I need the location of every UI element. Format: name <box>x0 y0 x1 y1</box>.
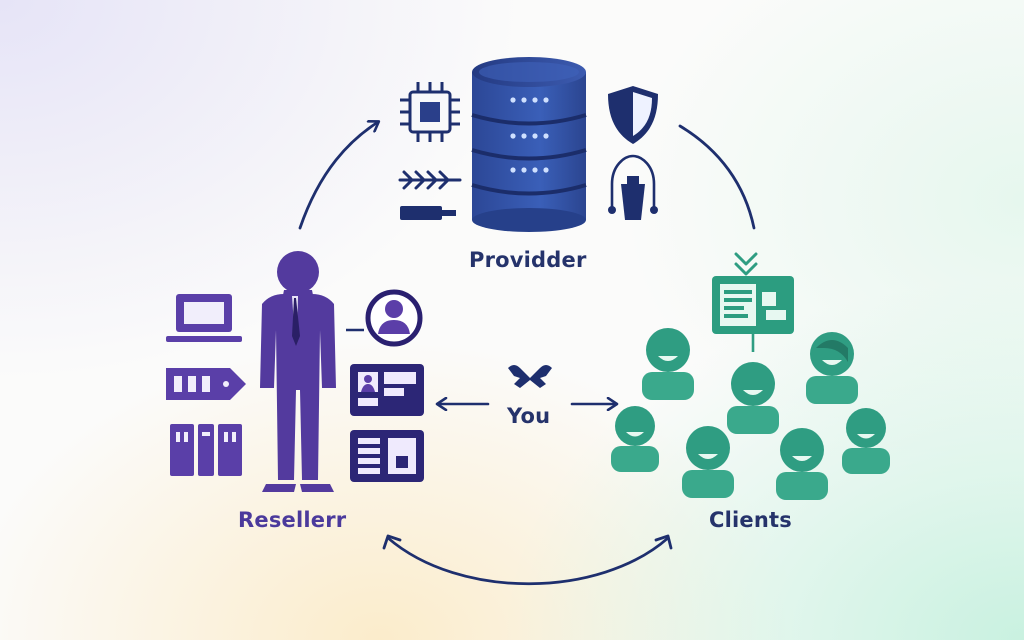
client-avatar-icon <box>806 332 858 404</box>
arrow-chevrons-icon <box>398 170 462 190</box>
you-label: You <box>507 404 551 428</box>
user-avatar-icon <box>346 289 423 347</box>
reseller-label: Resellerr <box>238 508 347 532</box>
chevron-down-icon <box>734 252 758 276</box>
edge-reseller-clients <box>386 536 670 586</box>
laptop-icon <box>166 294 242 342</box>
client-avatar-icon <box>642 328 694 400</box>
circuit-chip-icon <box>400 82 460 142</box>
businessman-icon <box>260 251 336 492</box>
arrowhead-left <box>382 534 402 550</box>
cable-plug-icon <box>400 206 456 220</box>
arrowhead-right <box>654 534 673 550</box>
edge-provider-clients <box>678 124 756 230</box>
id-card-icon <box>350 364 424 416</box>
database-server-icon <box>471 57 587 232</box>
shield-icon <box>608 86 658 144</box>
edge-reseller-provider <box>298 122 378 230</box>
handshake-icon <box>508 365 552 388</box>
client-avatar-icon <box>611 406 659 472</box>
client-avatar-icon <box>776 428 828 500</box>
client-avatar-icon <box>727 362 779 434</box>
server-racks-icon <box>170 424 242 476</box>
provider-label: Providder <box>469 248 587 272</box>
client-avatar-icon <box>682 426 734 498</box>
network-node-icon <box>608 154 658 220</box>
document-screen-icon <box>712 276 794 352</box>
form-panel-icon <box>350 430 424 482</box>
clients-label: Clients <box>709 508 792 532</box>
server-tag-icon <box>166 368 246 400</box>
client-avatar-icon <box>842 408 890 474</box>
